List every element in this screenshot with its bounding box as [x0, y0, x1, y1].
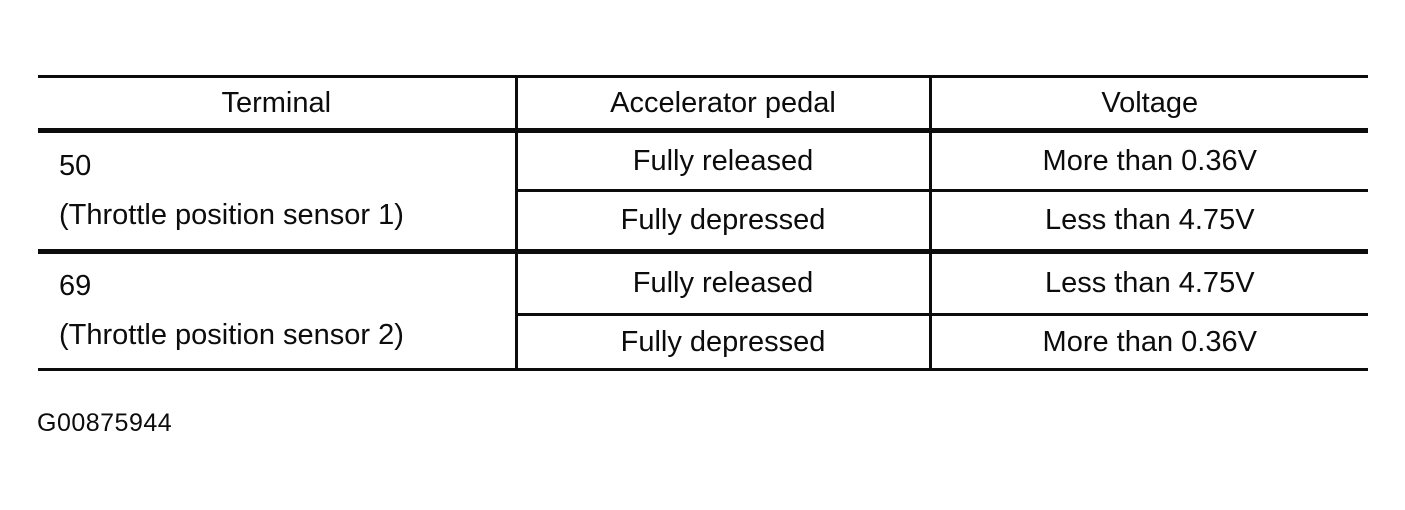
voltage-value-cell: Less than 4.75V — [928, 190, 1368, 254]
column-header-accelerator-pedal: Accelerator pedal — [514, 75, 930, 133]
terminal-number: 50 — [59, 150, 92, 183]
pedal-state-cell: Fully depressed — [514, 190, 930, 254]
terminal-sensor-label: (Throttle position sensor 2) — [59, 319, 404, 351]
voltage-value-cell: Less than 4.75V — [928, 251, 1368, 316]
voltage-value-cell: More than 0.36V — [928, 130, 1368, 192]
pedal-state-cell: Fully released — [514, 251, 930, 316]
throttle-sensor-voltage-table: Terminal Accelerator pedal Voltage 50 (T… — [38, 75, 1368, 371]
table-row: Fully depressed Less than 4.75V — [38, 190, 1368, 254]
table-row: 50 (Throttle position sensor 1) Fully re… — [38, 130, 1368, 254]
terminal-cell-sensor-2: 69 (Throttle position sensor 2) — [38, 251, 516, 371]
terminal-number: 69 — [59, 270, 92, 303]
figure-code: G00875944 — [37, 409, 173, 437]
terminal-cell-sensor-1: 50 (Throttle position sensor 1) — [38, 130, 516, 254]
column-header-voltage: Voltage — [928, 75, 1368, 133]
pedal-state-cell: Fully released — [514, 130, 930, 192]
voltage-value-cell: More than 0.36V — [928, 314, 1368, 371]
terminal-sensor-label: (Throttle position sensor 1) — [59, 199, 404, 231]
column-header-terminal: Terminal — [38, 75, 516, 133]
pedal-state-cell: Fully depressed — [514, 314, 930, 371]
table-row: 69 (Throttle position sensor 2) Fully re… — [38, 251, 1368, 371]
table-row: Fully depressed More than 0.36V — [38, 314, 1368, 371]
table-header-row: Terminal Accelerator pedal Voltage — [38, 75, 1368, 133]
